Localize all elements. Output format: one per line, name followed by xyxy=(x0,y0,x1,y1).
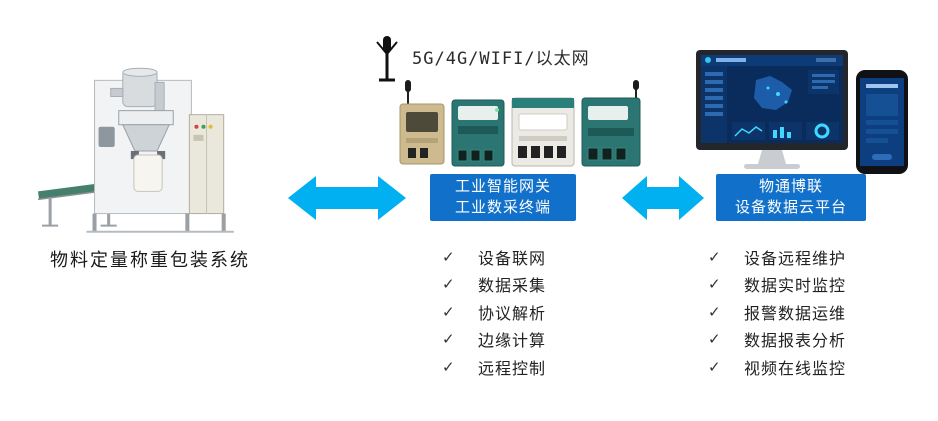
feature-item: ✓ 数据报表分析 xyxy=(708,326,908,354)
gateway-label-box: 工业智能网关 工业数采终端 xyxy=(430,174,576,221)
feature-label: 数据实时监控 xyxy=(744,278,847,296)
gateway-devices-illustration xyxy=(399,80,641,167)
platform-label-line1: 物通博联 xyxy=(758,178,823,195)
network-label-group: 5G/4G/WIFI/以太网 xyxy=(372,34,590,82)
feature-label: 数据采集 xyxy=(478,278,547,296)
network-label: 5G/4G/WIFI/以太网 xyxy=(412,49,590,69)
checkmark-icon: ✓ xyxy=(442,247,456,266)
feature-label: 边缘计算 xyxy=(478,333,547,351)
monitor-illustration xyxy=(696,50,848,169)
checkmark-icon: ✓ xyxy=(708,357,722,376)
gateway-label-line1: 工业智能网关 xyxy=(454,178,551,195)
feature-label: 远程控制 xyxy=(478,360,547,378)
platform-label-line2: 设备数据云平台 xyxy=(734,199,847,216)
feature-item: ✓ 设备远程维护 xyxy=(708,243,908,271)
checkmark-icon: ✓ xyxy=(442,357,456,376)
platform-label-box: 物通博联 设备数据云平台 xyxy=(716,174,866,221)
checkmark-icon: ✓ xyxy=(708,330,722,349)
platform-feature-list: ✓ 设备远程维护 ✓ 数据实时监控 ✓ 报警数据运维 ✓ 数据报表分析 ✓ 视频… xyxy=(708,243,908,381)
feature-item: ✓ 协议解析 xyxy=(442,298,632,326)
checkmark-icon: ✓ xyxy=(442,302,456,321)
feature-item: ✓ 数据采集 xyxy=(442,271,632,299)
phone-illustration xyxy=(856,70,908,174)
feature-item: ✓ 视频在线监控 xyxy=(708,353,908,381)
checkmark-icon: ✓ xyxy=(708,302,722,321)
antenna-icon xyxy=(376,36,398,82)
checkmark-icon: ✓ xyxy=(708,275,722,294)
feature-label: 设备联网 xyxy=(478,250,547,268)
feature-item: ✓ 报警数据运维 xyxy=(708,298,908,326)
feature-label: 数据报表分析 xyxy=(744,333,847,351)
cloud-platform-illustration xyxy=(696,50,908,174)
feature-label: 设备远程维护 xyxy=(744,250,847,268)
gateway-feature-list: ✓ 设备联网 ✓ 数据采集 ✓ 协议解析 ✓ 边缘计算 ✓ 远程控制 xyxy=(442,243,632,381)
checkmark-icon: ✓ xyxy=(442,275,456,294)
machine-illustration xyxy=(37,67,234,233)
feature-item: ✓ 远程控制 xyxy=(442,353,632,381)
feature-label: 报警数据运维 xyxy=(744,305,847,323)
gateway-label-line2: 工业数采终端 xyxy=(454,199,551,216)
feature-label: 视频在线监控 xyxy=(744,360,847,378)
checkmark-icon: ✓ xyxy=(442,330,456,349)
feature-item: ✓ 边缘计算 xyxy=(442,326,632,354)
checkmark-icon: ✓ xyxy=(708,247,722,266)
feature-item: ✓ 设备联网 xyxy=(442,243,632,271)
feature-label: 协议解析 xyxy=(478,305,547,323)
double-arrow-icon xyxy=(622,176,704,220)
double-arrow-icon xyxy=(288,176,406,220)
machine-caption: 物料定量称重包装系统 xyxy=(50,250,250,270)
feature-item: ✓ 数据实时监控 xyxy=(708,271,908,299)
